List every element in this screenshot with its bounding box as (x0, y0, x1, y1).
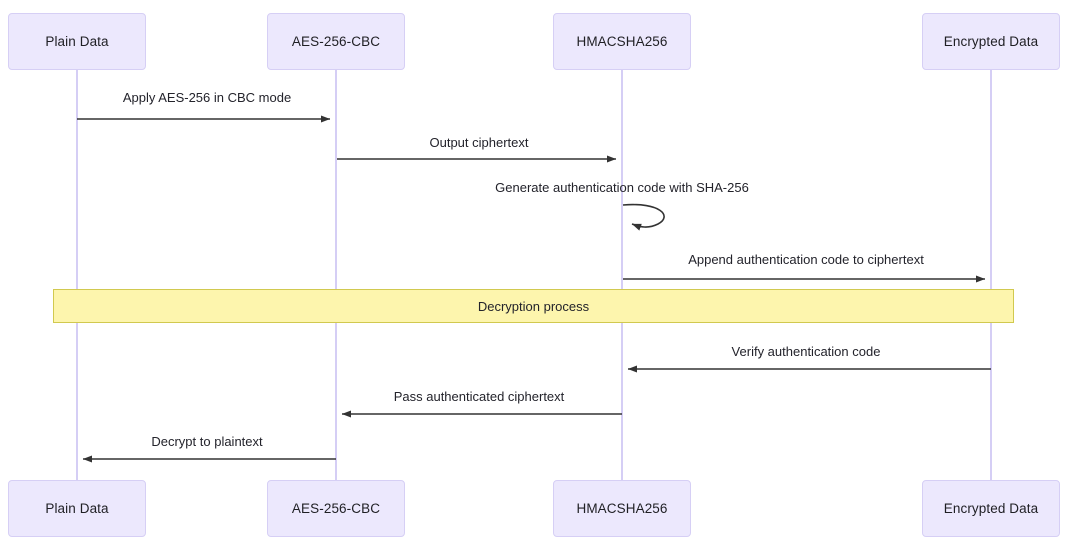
actor-label-hmac-bottom: HMACSHA256 (576, 501, 668, 516)
actor-label-hmac-top: HMACSHA256 (576, 34, 668, 49)
actor-box-enc-top[interactable]: Encrypted Data (922, 13, 1060, 70)
lifelines (76, 70, 992, 481)
actor-box-hmac-top[interactable]: HMACSHA256 (553, 13, 691, 70)
actor-box-plain-top[interactable]: Plain Data (8, 13, 146, 70)
actor-box-aes-bottom[interactable]: AES-256-CBC (267, 480, 405, 537)
actor-box-aes-top[interactable]: AES-256-CBC (267, 13, 405, 70)
message-arrow-3-self-loop (622, 203, 665, 231)
message-label-3: Generate authentication code with SHA-25… (495, 180, 749, 195)
actor-label-plain-top: Plain Data (45, 34, 109, 49)
divider-note-decryption-process[interactable]: Decryption process (53, 289, 1014, 323)
message-label-4: Append authentication code to ciphertext (688, 252, 924, 267)
actor-box-enc-bottom[interactable]: Encrypted Data (922, 480, 1060, 537)
message-label-6: Pass authenticated ciphertext (393, 389, 565, 404)
actor-label-aes-bottom: AES-256-CBC (291, 501, 381, 516)
message-label-7: Decrypt to plaintext (151, 434, 263, 449)
divider-note-label: Decryption process (477, 298, 590, 314)
actor-label-aes-top: AES-256-CBC (291, 34, 381, 49)
message-label-1: Apply AES-256 in CBC mode (122, 90, 292, 105)
actor-label-enc-top: Encrypted Data (943, 34, 1039, 49)
message-arrows (77, 115, 991, 463)
actor-box-hmac-bottom[interactable]: HMACSHA256 (553, 480, 691, 537)
actor-label-plain-bottom: Plain Data (45, 501, 109, 516)
actor-label-enc-bottom: Encrypted Data (943, 501, 1039, 516)
actor-box-plain-bottom[interactable]: Plain Data (8, 480, 146, 537)
message-label-2: Output ciphertext (429, 135, 529, 150)
message-label-5: Verify authentication code (731, 344, 881, 359)
